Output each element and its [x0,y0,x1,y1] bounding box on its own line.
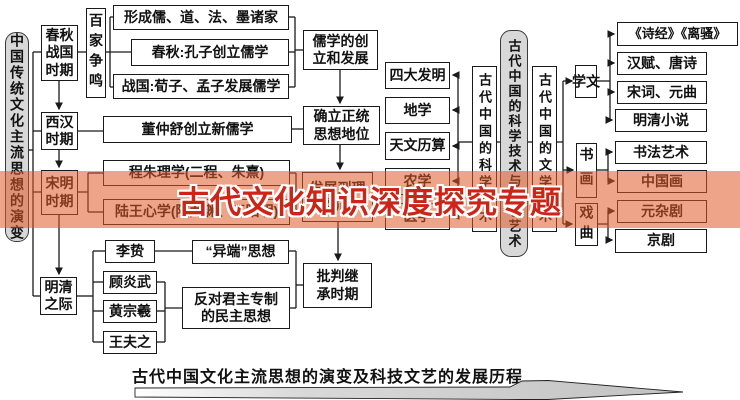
node-ruxue-chuangli: 儒学的创 立和发展 [303,30,378,70]
node-xingcheng-zhujia: 形成儒、道、法、墨诸家 [113,5,289,30]
node-hanfu-tangshi: 汉赋、唐诗 [617,52,707,75]
node-guyanwu: 顾炎武 [103,271,157,294]
node-wenxue: 文学 [571,65,601,98]
node-kongzi-ruxue: 春秋:孔子创立儒学 [131,39,289,66]
node-huangzongxi: 黄宗羲 [103,300,157,323]
node-queli-zhengtong: 确立正统 思想地位 [303,106,380,145]
node-period-chunqiu-zhanguo: 春秋 战国 时期 [41,25,78,81]
node-yiduan-sixiang: “异端”思想 [192,240,289,264]
node-lizhi: 李贽 [105,240,155,263]
node-fandui-junzhu: 反对君主专制 的民主思想 [182,287,290,329]
node-mingqing-xiaoshuo: 明清小说 [615,109,707,132]
node-xunzi-mengzi: 战国:荀子、孟子发展儒学 [113,74,289,99]
node-baijia-zhengming: 百家争鸣 [86,8,106,98]
node-shijing-lisao: 《诗经》《离骚》 [617,22,738,46]
node-jingju: 京剧 [615,229,707,253]
node-songci-yuanqu: 宋词、元曲 [617,81,707,104]
footer-title: 古代中国文化主流思想的演变及科技文艺的发展历程 [131,369,523,386]
node-pipan-jicheng: 批判继 承时期 [303,263,372,308]
node-dongzhongshu: 董仲舒创立新儒学 [103,116,292,143]
node-tianwen-lisuan: 天文历算 [385,132,450,160]
node-period-xihan: 西汉 时期 [41,112,78,150]
node-period-mingqing: 明清 之际 [40,277,77,315]
node-sida-faming: 四大发明 [385,62,450,89]
overlay-banner: 古代文化知识深度探究专题 [0,171,740,228]
node-dixue: 地学 [385,97,450,124]
overlay-banner-text: 古代文化知识深度探究专题 [178,185,562,220]
node-wangfuzhi: 王夫之 [103,331,157,354]
node-shufa-yishu: 书法艺术 [615,141,707,164]
